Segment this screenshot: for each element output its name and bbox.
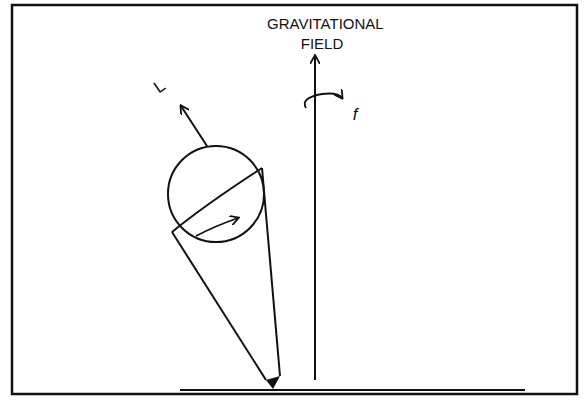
top-tip xyxy=(266,376,280,389)
field-label: GRAVITATIONAL FIELD xyxy=(267,14,377,53)
vector-label: L xyxy=(150,75,170,99)
frame xyxy=(12,5,577,394)
ground-line xyxy=(180,389,525,391)
precession-arrow xyxy=(305,94,342,109)
spin-arrow xyxy=(196,218,238,236)
frequency-label: f xyxy=(353,104,358,126)
angular-momentum-arrow xyxy=(181,106,207,146)
cone-side xyxy=(172,232,266,380)
cone-rim xyxy=(172,168,262,232)
top-body xyxy=(168,146,264,242)
field-arrow xyxy=(314,56,316,380)
cone-side xyxy=(262,168,280,376)
